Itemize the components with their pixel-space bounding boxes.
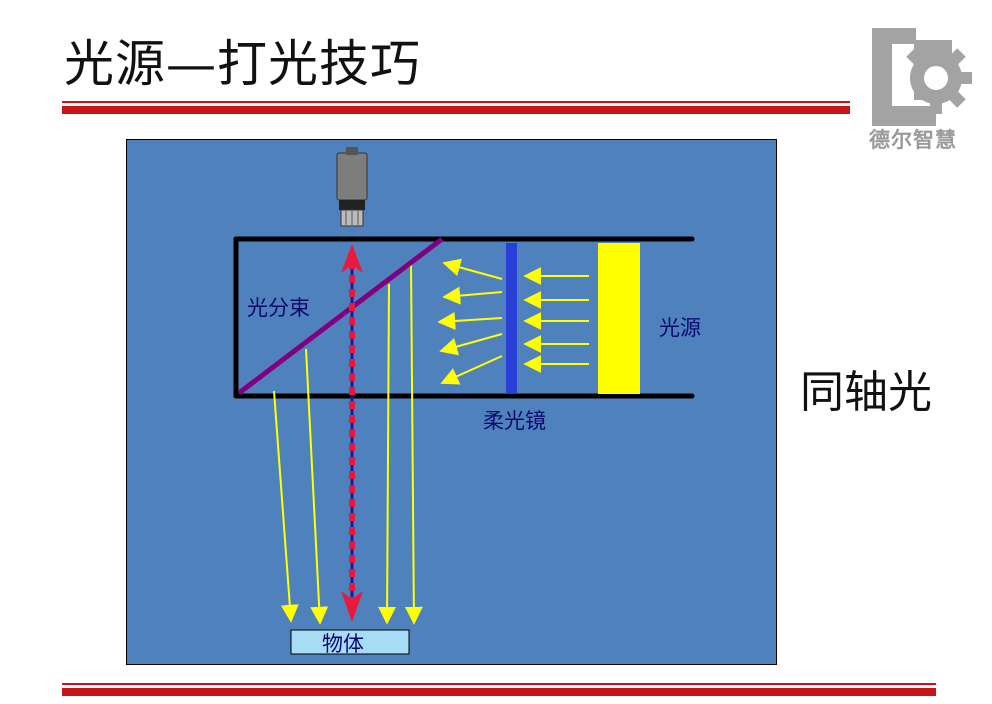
title-underline-thin — [62, 101, 850, 103]
camera-icon — [336, 147, 368, 227]
footer-rule-thick — [62, 688, 936, 696]
slide-title: 光源—打光技巧 — [64, 35, 421, 93]
optical-axis — [341, 244, 363, 622]
light-source-label: 光源 — [659, 316, 701, 340]
reflected-light-rays — [273, 262, 423, 625]
object-block — [290, 629, 410, 655]
company-logo-icon — [872, 28, 972, 126]
footer-rule-thin — [62, 683, 936, 685]
diffuser-plate — [506, 243, 517, 394]
light-source-block — [598, 243, 640, 394]
source-to-diffuser-arrows — [523, 267, 589, 373]
beam-splitter — [237, 237, 444, 395]
diagram-background — [126, 139, 777, 665]
title-underline-thick — [62, 106, 850, 114]
object-label: 物体 — [322, 632, 364, 656]
housing-outline — [233, 236, 695, 399]
logo-text: 德尔智慧 — [869, 128, 957, 152]
diffuser-label: 柔光镜 — [483, 409, 546, 433]
diffused-light-arrows — [437, 258, 503, 385]
beam-splitter-label: 光分束 — [247, 296, 310, 320]
coaxial-light-diagram: 光分束 光源 柔光镜 物体 — [126, 139, 777, 665]
coaxial-light-label: 同轴光 — [800, 367, 932, 418]
